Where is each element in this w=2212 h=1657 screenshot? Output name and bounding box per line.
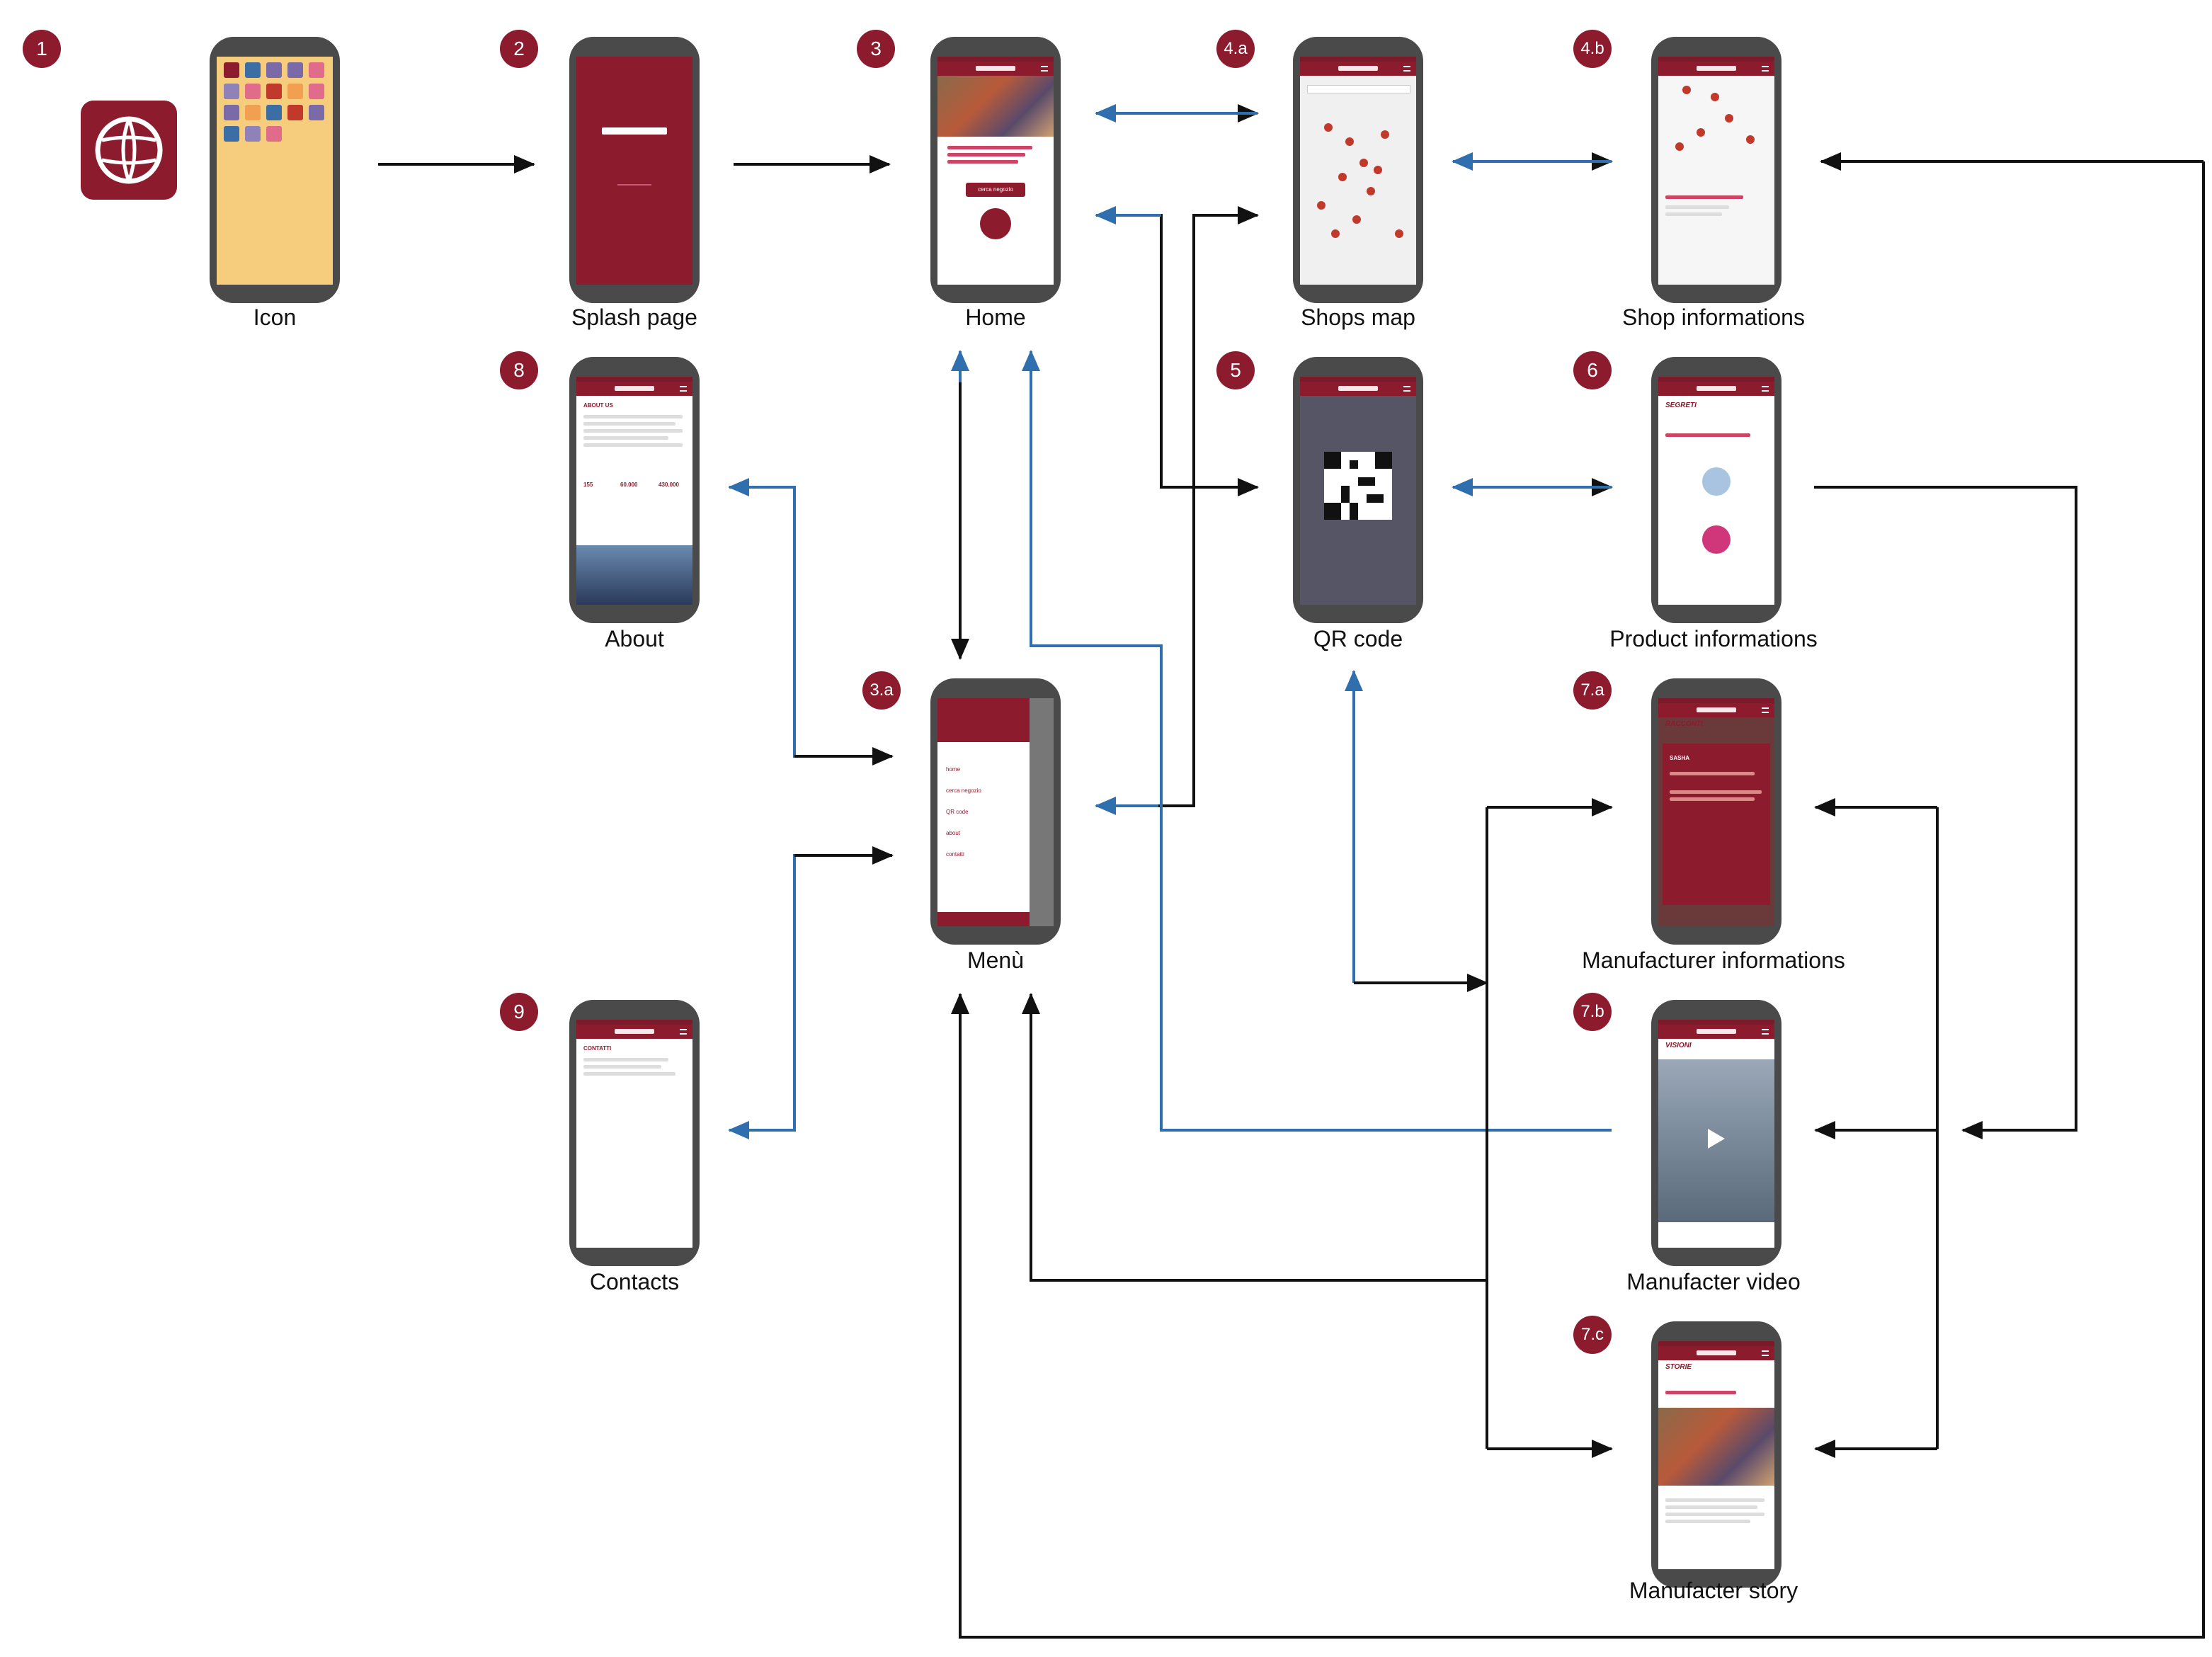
home-cta-button[interactable]: cerca negozio xyxy=(966,183,1025,197)
video-title: VISIONI xyxy=(1665,1042,1692,1049)
phone-splash-screen xyxy=(569,37,700,303)
about-stat-2: 60.000 xyxy=(620,482,638,488)
caption-splash: Splash page xyxy=(571,304,697,330)
phone-manufacturer-info-screen: RACCONTI SASHA xyxy=(1651,678,1781,945)
phone-story-screen: STORIE xyxy=(1651,1321,1781,1588)
caption-story: Manufacter story xyxy=(1629,1578,1798,1603)
badge-shops: 4.a xyxy=(1216,30,1255,68)
manufacturer-name: SASHA xyxy=(1670,755,1690,761)
phone-video-screen: VISIONI xyxy=(1651,1000,1781,1266)
badge-qr: 5 xyxy=(1216,351,1255,389)
about-title: ABOUT US xyxy=(583,402,613,409)
menu-item-cerca-negozio[interactable]: cerca negozio xyxy=(946,787,981,794)
phone-shops-map-screen xyxy=(1293,37,1423,303)
caption-shops: Shops map xyxy=(1301,304,1415,330)
phone-product-screen: SEGRETI xyxy=(1651,357,1781,623)
caption-qr: QR code xyxy=(1313,626,1403,651)
arrow-menu-to-qr xyxy=(1158,214,1259,496)
phone-qr-screen xyxy=(1293,357,1423,623)
arrow-video-to-home xyxy=(1022,350,1612,1132)
phone-menu-screen: home cerca negozio QR code about contatt… xyxy=(930,678,1061,945)
arrow-menu-to-bus xyxy=(1022,993,1487,1282)
play-icon[interactable] xyxy=(1708,1129,1725,1149)
caption-home: Home xyxy=(965,304,1026,330)
arrow-menu-to-about xyxy=(728,478,892,758)
phone-home-screen: cerca negozio xyxy=(930,37,1061,303)
qr-code-icon xyxy=(1324,452,1392,520)
badge-video: 7.b xyxy=(1573,993,1612,1031)
badge-contacts: 9 xyxy=(500,993,538,1031)
menu-item-home[interactable]: home xyxy=(946,766,961,773)
qr-icon[interactable] xyxy=(980,208,1011,239)
badge-splash: 2 xyxy=(500,30,538,68)
badge-about: 8 xyxy=(500,351,538,389)
menu-item-about[interactable]: about xyxy=(946,830,961,836)
arrow-product-to-video xyxy=(1814,486,2077,1139)
arrow-menu-to-contacts xyxy=(728,854,892,1139)
badge-manufacturer: 7.a xyxy=(1573,671,1612,710)
caption-contacts: Contacts xyxy=(589,1269,680,1294)
caption-shopinfo: Shop informations xyxy=(1622,304,1805,330)
badge-icon: 1 xyxy=(23,30,61,68)
arrow-outer-loop xyxy=(951,161,2205,1639)
caption-manufacturer: Manufacturer informations xyxy=(1582,947,1845,973)
story-title: STORIE xyxy=(1665,1363,1692,1371)
phone-icon-screen xyxy=(210,37,340,303)
badge-shopinfo: 4.b xyxy=(1573,30,1612,68)
phone-contacts-screen: CONTATTI xyxy=(569,1000,700,1266)
arrow-menu-to-shops xyxy=(1158,206,1259,807)
caption-icon: Icon xyxy=(253,304,297,330)
menu-item-contatti[interactable]: contatti xyxy=(946,851,964,858)
caption-video: Manufacter video xyxy=(1626,1269,1801,1294)
about-stat-3: 430.000 xyxy=(659,482,679,488)
product-title: SEGRETI xyxy=(1665,402,1697,409)
badge-story: 7.c xyxy=(1573,1316,1612,1354)
caption-menu: Menù xyxy=(967,947,1025,973)
caption-about: About xyxy=(605,626,664,651)
manufacturer-title: RACCONTI xyxy=(1665,720,1703,728)
caption-product: Product informations xyxy=(1609,626,1818,651)
badge-home: 3 xyxy=(857,30,895,68)
menu-item-qr-code[interactable]: QR code xyxy=(946,809,969,815)
phone-shop-info-screen xyxy=(1651,37,1781,303)
badge-product: 6 xyxy=(1573,351,1612,389)
about-stat-1: 155 xyxy=(583,482,593,488)
app-logo-icon xyxy=(81,101,177,200)
contacts-title: CONTATTI xyxy=(583,1045,612,1052)
phone-about-screen: ABOUT US 155 60.000 430.000 xyxy=(569,357,700,623)
badge-menu: 3.a xyxy=(862,671,901,710)
